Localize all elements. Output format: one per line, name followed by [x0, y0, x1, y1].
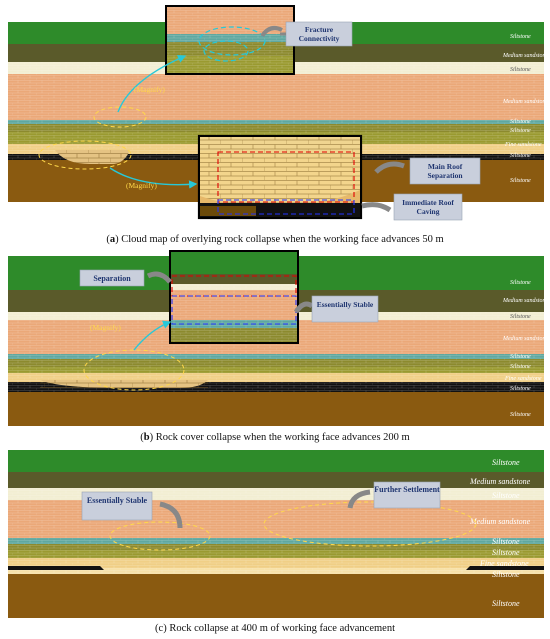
layer-label: Siltstone: [510, 153, 531, 159]
caption-c: (c) Rock collapse at 400 m of working fa…: [155, 623, 395, 634]
callout-text: Essentially Stable: [316, 300, 374, 309]
magnify-arrow: [117, 54, 187, 113]
zone-ellipse: [109, 521, 211, 551]
layer-label: Medium sandstone: [469, 477, 531, 486]
layer-label: Siltstone: [492, 458, 520, 467]
caption-label: a: [109, 234, 116, 245]
layer-label: Siltstone: [492, 491, 520, 500]
panel-b-inset: [169, 250, 299, 344]
callout-text: Main Roof Separation: [427, 162, 463, 180]
curved-arrow-icon: [260, 26, 283, 38]
panel-c-layer-labels: Siltstone Medium sandstone Siltstone Med…: [469, 458, 531, 608]
callout-text: Further Settlement: [374, 485, 440, 494]
layer-label: Medium sandstone: [502, 336, 548, 342]
magnify-label: (Magnify): [126, 181, 157, 190]
callout-stable-c: Essentially Stable: [81, 491, 153, 521]
layer-label: Siltstone: [510, 67, 531, 73]
callout-fracture: Fracture Connectivity: [280, 21, 353, 47]
layer-label: Fine sandstone: [479, 559, 529, 568]
layer-label: Siltstone: [510, 119, 531, 125]
callout-settlement: Further Settlement: [373, 481, 441, 509]
magnify-label: (Magnify): [90, 323, 121, 332]
panel-b: Siltstone Medium sandstone Siltstone Med…: [8, 250, 548, 426]
panel-c-strata: [8, 450, 544, 618]
callout-text: Separation: [93, 274, 131, 283]
zone-ellipse: [93, 106, 147, 128]
layer-label: Fine sandstone: [504, 376, 542, 382]
panel-a: Siltstone Medium sandstone Siltstone Med…: [8, 5, 548, 221]
callout-immediate: Immediate Roof Caving: [393, 193, 463, 221]
curved-arrow-icon: [293, 301, 314, 314]
panel-b-layer-labels: Siltstone Medium sandstone Siltstone Med…: [502, 280, 548, 418]
curved-arrow-icon: [347, 489, 371, 509]
layer-label: Medium sandstone: [502, 99, 548, 105]
layer-label: Fine sandstone: [504, 142, 542, 148]
callout-stable-b: Essentially Stable: [311, 295, 379, 323]
layer-label: Siltstone: [510, 412, 531, 418]
layer-label: Siltstone: [510, 34, 531, 40]
zone-ellipse: [263, 501, 477, 547]
caption-label: c: [158, 623, 164, 634]
caption-text: Rock collapse at 400 m of working face a…: [169, 623, 395, 634]
panel-a-layer-labels: Siltstone Medium sandstone Siltstone Med…: [502, 34, 548, 184]
magnify-arrow: [133, 320, 172, 351]
caption-text: Rock cover collapse when the working fac…: [155, 432, 410, 443]
layer-label: Siltstone: [510, 314, 531, 320]
layer-label: Medium sandstone: [469, 517, 531, 526]
caption-b: (b) Rock cover collapse when the working…: [140, 432, 410, 443]
zone-ellipse: [83, 349, 185, 391]
layer-label: Siltstone: [492, 537, 520, 546]
panel-c: Siltstone Medium sandstone Siltstone Med…: [8, 450, 544, 618]
layer-label: Siltstone: [492, 548, 520, 557]
layer-label: Medium sandstone: [502, 53, 548, 59]
callout-text: Essentially Stable: [86, 496, 148, 505]
zone-ellipse: [38, 140, 132, 170]
layer-label: Siltstone: [492, 570, 520, 579]
panel-a-inset-top: [165, 5, 295, 75]
callout-text: Immediate Roof Caving: [402, 198, 454, 216]
curved-arrow-icon: [361, 202, 392, 213]
magnify-arrow: [109, 167, 198, 189]
magnify-label: (Magnify): [134, 85, 165, 94]
caption-label: b: [143, 432, 150, 443]
curved-arrow-icon: [146, 271, 172, 284]
panel-a-inset-bottom: [197, 134, 363, 220]
callout-text: Fracture Connectivity: [298, 25, 340, 43]
layer-label: Siltstone: [510, 280, 531, 286]
layer-label: Siltstone: [510, 354, 531, 360]
layer-label: Siltstone: [510, 128, 531, 134]
layer-label: Medium sandstone: [502, 298, 548, 304]
caption-a: (a) Cloud map of overlying rock collapse…: [106, 234, 444, 245]
layer-label: Siltstone: [510, 364, 531, 370]
curved-arrow-icon: [159, 501, 183, 529]
callout-separation: Separation: [79, 269, 145, 287]
layer-label: Siltstone: [510, 178, 531, 184]
curved-arrow-icon: [374, 161, 405, 174]
layer-label: Siltstone: [492, 599, 520, 608]
caption-text: Cloud map of overlying rock collapse whe…: [121, 234, 444, 245]
callout-main-roof: Main Roof Separation: [409, 157, 481, 185]
layer-label: Siltstone: [510, 386, 531, 392]
